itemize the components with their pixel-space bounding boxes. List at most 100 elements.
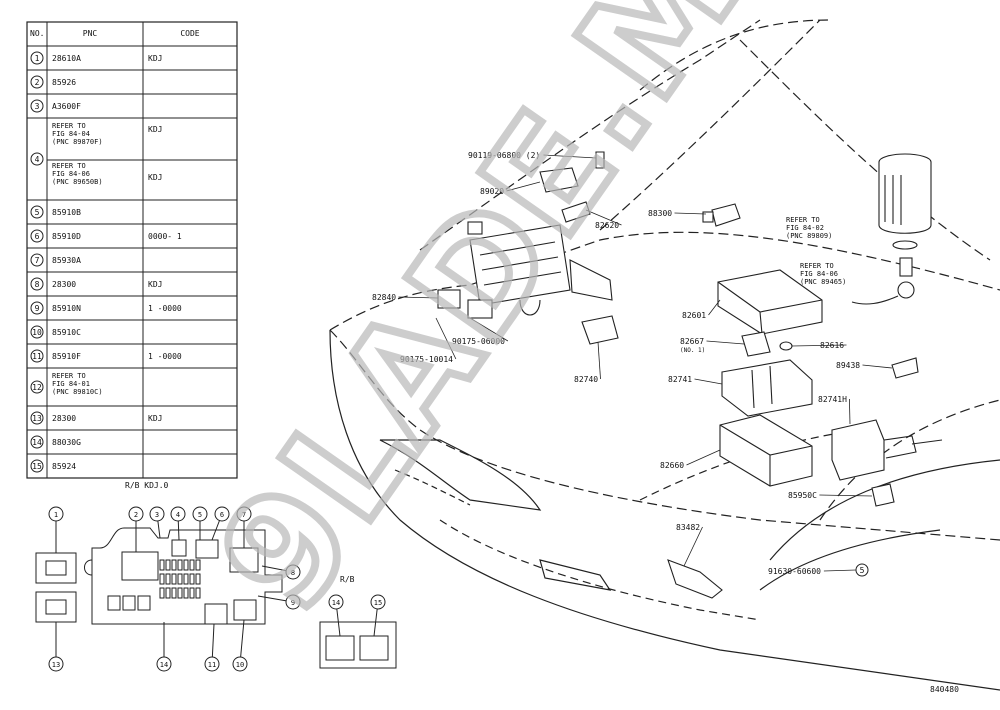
part-label: 88300: [648, 209, 707, 218]
clip-82616-icon: [779, 341, 793, 351]
callout-bubble: 14: [328, 594, 344, 637]
svg-text:(PNC 89809): (PNC 89809): [786, 232, 832, 240]
svg-text:(PNC 89465): (PNC 89465): [800, 278, 846, 286]
row-pnc: 28300: [52, 414, 76, 423]
svg-text:FIG 84-06: FIG 84-06: [800, 270, 838, 278]
row-number-circle: [30, 380, 44, 394]
row-pnc: (PNC 89870F): [52, 138, 103, 146]
row-pnc: 85910B: [52, 208, 81, 217]
bolt-90119-icon: [595, 151, 605, 169]
sensor-89020-icon: [539, 167, 579, 193]
fuse-slot: [183, 559, 189, 571]
relay-box-diagram: R/B KDJ.0: [35, 481, 283, 625]
row-pnc: FIG 84-04: [52, 130, 90, 138]
row-number: 14: [32, 438, 42, 447]
svg-text:6: 6: [220, 511, 224, 519]
callout-bubble: 5: [192, 506, 208, 540]
fuse-slot: [159, 587, 165, 599]
sensor-89438-icon: [891, 357, 919, 379]
fuse-slot: [195, 573, 201, 585]
row-number-circle: [30, 51, 44, 65]
svg-text:90119-06800 (2): 90119-06800 (2): [468, 151, 540, 160]
svg-text:82741: 82741: [668, 375, 692, 384]
row-code: 1 -0000: [148, 304, 182, 313]
svg-text:89020: 89020: [480, 187, 504, 196]
row-pnc: 28610A: [52, 54, 81, 63]
svg-text:13: 13: [52, 661, 60, 669]
part-label: 91630-60600: [768, 567, 857, 576]
row-number-circle: [30, 325, 44, 339]
callout-bubble: 14: [156, 622, 172, 672]
fuse-slot: [195, 559, 201, 571]
part-labels: 90119-06800 (2)8902082620883008284090175…: [372, 151, 893, 576]
row-number-circle: [30, 75, 44, 89]
svg-text:REFER TO: REFER TO: [800, 262, 834, 270]
part-label: 83482: [676, 523, 703, 567]
row-number-circle: [30, 229, 44, 243]
row-pnc: A3600F: [52, 102, 81, 111]
row-number: 9: [35, 304, 40, 313]
fuse-slot: [177, 559, 183, 571]
junction-block-82601-icon: [717, 269, 823, 335]
row-number: 10: [32, 328, 42, 337]
svg-text:90175-10014: 90175-10014: [400, 355, 453, 364]
callout-bubble: 15: [370, 594, 386, 637]
row-number-circle: [30, 253, 44, 267]
row-pnc: 85930A: [52, 256, 81, 265]
part-label: 90175-06000: [452, 317, 509, 346]
row-number-circle: [30, 99, 44, 113]
relay-82667-icon: [741, 331, 771, 357]
part-label: 82667(NO. 1): [680, 337, 745, 354]
row-number: 8: [35, 280, 40, 289]
svg-text:8: 8: [291, 569, 295, 577]
row-pnc: (PNC 89650B): [52, 178, 103, 186]
row-number: 15: [32, 462, 42, 471]
table-row: 9 85910N 1 -0000: [30, 301, 182, 315]
block-82741-icon: [721, 359, 813, 417]
row-code: KDJ: [148, 280, 162, 289]
row-number-circle: [30, 459, 44, 473]
svg-text:82601: 82601: [682, 311, 706, 320]
part-label: 89438: [836, 361, 893, 370]
row-pnc: REFER TO: [52, 162, 86, 170]
table-row: 10 85910C: [30, 325, 81, 339]
row-number: 5: [35, 208, 40, 217]
row-pnc: FIG 84-01: [52, 380, 90, 388]
row-pnc: 85910D: [52, 232, 81, 241]
row-number: 4: [35, 155, 40, 164]
fuse-slot: [165, 559, 171, 571]
fuse-slot: [165, 587, 171, 599]
svg-text:14: 14: [332, 599, 340, 607]
table-row: 5 85910B: [30, 205, 81, 219]
fuse-slot: [195, 587, 201, 599]
callout-bubble: 8: [261, 564, 301, 580]
row-number: 7: [35, 256, 40, 265]
part-label: 82660: [660, 449, 721, 470]
row-number-circle: [30, 277, 44, 291]
part-sub-label: (NO. 1): [680, 347, 705, 354]
svg-text:82741H: 82741H: [818, 395, 847, 404]
table-header-no: NO.: [30, 29, 44, 38]
svg-text:2: 2: [134, 511, 138, 519]
svg-text:83482: 83482: [676, 523, 700, 532]
row-pnc: 85910C: [52, 328, 81, 337]
svg-text:FIG 84-02: FIG 84-02: [786, 224, 824, 232]
row-pnc: 85910N: [52, 304, 81, 313]
fuse-slot: [171, 587, 177, 599]
row-pnc: 85910F: [52, 352, 81, 361]
fuse-slot: [183, 573, 189, 585]
svg-text:7: 7: [242, 511, 246, 519]
relay-box-82660-icon: [719, 414, 813, 487]
svg-text:85950C: 85950C: [788, 491, 817, 500]
part-label: 90175-10014: [400, 317, 457, 364]
svg-text:82667: 82667: [680, 337, 704, 346]
row-pnc: REFER TO: [52, 122, 86, 130]
fuel-filter-icon: [851, 153, 932, 305]
intake-assembly-icon: [437, 221, 619, 345]
